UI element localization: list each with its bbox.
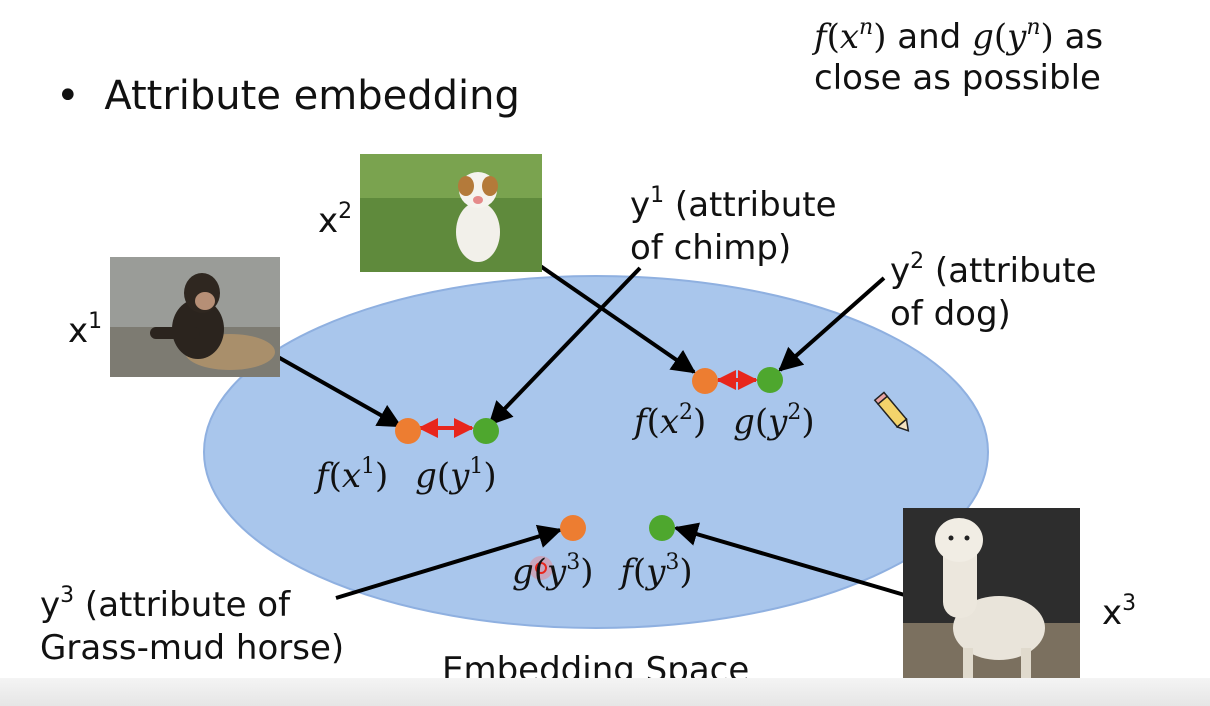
attr-y1-rest: (attribute [664, 185, 837, 225]
arrow-y3-to-gy3 [335, 524, 563, 600]
note-paren-close: ) [873, 17, 887, 57]
note-paren: ( [826, 17, 840, 57]
label-x3: x3 [1102, 578, 1136, 639]
bottom-strip [0, 678, 1210, 706]
attr-y2-sym: y [890, 251, 911, 291]
p3-f: f [620, 552, 633, 592]
label-x1: x1 [68, 296, 102, 357]
dog-photo [360, 154, 542, 272]
arrow-y1-to-gy1 [488, 266, 642, 426]
attr-y1-sym: y [630, 185, 651, 225]
label-x1-sym: x [68, 311, 89, 351]
p3-fsup: 3 [665, 550, 680, 575]
page-title: • Attribute embedding [56, 70, 520, 122]
label-x1-sup: 1 [88, 309, 103, 334]
p1-gsup: 1 [469, 454, 484, 479]
attr-y3-line1: y3 (attribute of [40, 570, 290, 631]
p1-fx: x [341, 456, 362, 496]
p2-g: g [733, 402, 755, 442]
dot-f-x1 [395, 418, 421, 444]
dot-g-y3 [560, 515, 586, 541]
attr-y2-line2: of dog) [890, 294, 1011, 334]
point-label-pair1: f(x1) g(y1) [316, 454, 497, 496]
p2-gy: y [768, 402, 788, 442]
attr-y1-line2: of chimp) [630, 228, 792, 268]
note-n2: n [1026, 15, 1041, 40]
p1-gy: y [450, 456, 470, 496]
p3-gsup: 3 [566, 550, 581, 575]
note-line-2: close as possible [814, 58, 1101, 98]
attr-y1-line1: y1 (attribute [630, 170, 837, 231]
attr-y1-sup: 1 [650, 183, 665, 208]
note-x: x [839, 17, 860, 57]
alpaca-photo [903, 508, 1080, 688]
p3-gy: y [547, 552, 567, 592]
p3-g: g [512, 552, 534, 592]
label-x2: x2 [318, 186, 352, 247]
attr-y2-line1: y2 (attribute [890, 236, 1097, 297]
p1-fsup: 1 [361, 454, 376, 479]
p2-f: f [634, 402, 647, 442]
point-label-pair2: f(x2) g(y2) [634, 400, 815, 442]
note-n1: n [859, 15, 874, 40]
note-as: as [1064, 17, 1104, 57]
p3-fy: y [646, 552, 666, 592]
pencil-cursor-icon [873, 391, 910, 432]
dot-f-x2 [692, 368, 718, 394]
laser-pointer-icon [529, 556, 553, 580]
dot-f-y3 [649, 515, 675, 541]
arrow-x2-to-fx2 [518, 250, 696, 374]
arrow-y2-to-gy2 [778, 276, 886, 372]
note-f: f [814, 17, 827, 57]
note-paren2: ( [993, 17, 1008, 57]
attr-y2-rest: (attribute [924, 251, 1097, 291]
point-label-pair3: g(y3) f(y3) [512, 550, 693, 592]
chimp-photo [110, 257, 280, 377]
p2-fsup: 2 [679, 400, 694, 425]
note-and: and [897, 17, 962, 57]
p2-gsup: 2 [787, 400, 802, 425]
attr-y3-sup: 3 [60, 583, 75, 608]
attr-y3-rest: (attribute of [74, 585, 291, 625]
p1-g: g [415, 456, 437, 496]
note-paren2-close: ) [1040, 17, 1054, 57]
note-y: y [1007, 17, 1027, 57]
dot-g-y1 [473, 418, 499, 444]
note-line-1: f(xn) and g(yn) as [814, 2, 1103, 63]
p1-f: f [316, 456, 329, 496]
label-x3-sup: 3 [1122, 591, 1137, 616]
attr-y3-sym: y [40, 585, 61, 625]
label-x3-sym: x [1102, 593, 1123, 633]
p2-fx: x [659, 402, 680, 442]
bullet-glyph: • [56, 73, 80, 119]
dot-g-y2 [757, 367, 783, 393]
arrow-x3-to-fy3 [673, 522, 909, 598]
note-g: g [972, 17, 994, 57]
label-x2-sym: x [318, 201, 339, 241]
label-x2-sup: 2 [338, 199, 353, 224]
attr-y2-sup: 2 [910, 249, 925, 274]
attr-y3-line2: Grass-mud horse) [40, 628, 345, 668]
title-text: Attribute embedding [104, 73, 520, 119]
arrow-x1-to-fx1 [261, 346, 403, 428]
